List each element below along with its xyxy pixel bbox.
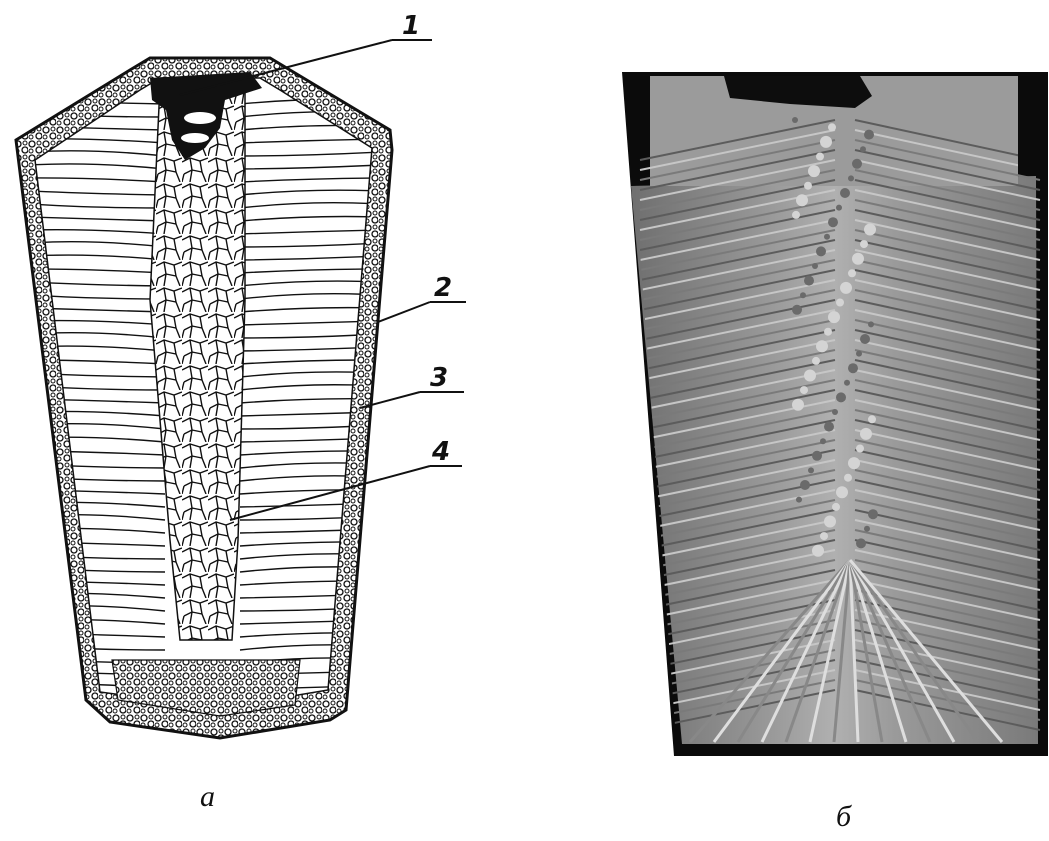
photo-equiaxed-grain (820, 136, 832, 148)
photo-equiaxed-grain (800, 480, 810, 490)
photo-equiaxed-grain (864, 526, 870, 532)
photo-equiaxed-grain (820, 438, 826, 444)
label-1: 1 (402, 11, 420, 41)
photo-equiaxed-grain (824, 234, 830, 240)
label-4: 4 (431, 437, 450, 467)
photo-top-right-notch (1018, 76, 1044, 172)
photo-equiaxed-grain (860, 146, 866, 152)
photo-equiaxed-grain (824, 422, 834, 432)
photo-equiaxed-grain (836, 299, 844, 307)
photo-equiaxed-grain (832, 503, 840, 511)
caption-b: б (836, 800, 851, 834)
photo-equiaxed-grain (808, 165, 820, 177)
photo-equiaxed-grain (836, 392, 846, 402)
photo-equiaxed-grain (812, 451, 822, 461)
photo-equiaxed-grain (848, 269, 856, 277)
photo-equiaxed-grain (868, 415, 876, 423)
photo-equiaxed-grain (792, 211, 800, 219)
photo-equiaxed-grain (840, 188, 850, 198)
photo-equiaxed-grain (864, 130, 874, 140)
photo-equiaxed-grain (816, 340, 828, 352)
photo-equiaxed-grain (856, 538, 866, 548)
photo-equiaxed-grain (828, 217, 838, 227)
photo-equiaxed-grain (840, 282, 852, 294)
photo-equiaxed-grain (804, 370, 816, 382)
photo-equiaxed-grain (860, 428, 872, 440)
photo-equiaxed-grain (808, 467, 814, 473)
photo-equiaxed-grain (824, 328, 832, 336)
photo-equiaxed-grain (820, 532, 828, 540)
photo-equiaxed-grain (796, 194, 808, 206)
photo-equiaxed-grain (824, 516, 836, 528)
photo-equiaxed-grain (800, 386, 808, 394)
photo-equiaxed-grain (832, 409, 838, 415)
photo-equiaxed-grain (816, 153, 824, 161)
photo-equiaxed-grain (812, 263, 818, 269)
photo-equiaxed-grain (828, 311, 840, 323)
ingot-macro-photo (622, 72, 1048, 756)
photo-equiaxed-grain (856, 445, 864, 453)
photo-equiaxed-grain (852, 159, 862, 169)
photo-equiaxed-grain (812, 545, 824, 557)
photo-equiaxed-grain (792, 399, 804, 411)
photo-equiaxed-grain (812, 357, 820, 365)
photo-equiaxed-grain (816, 246, 826, 256)
photo-equiaxed-grain (804, 276, 814, 286)
photo-equiaxed-grain (856, 351, 862, 357)
photo-equiaxed-grain (844, 474, 852, 482)
label-3: 3 (430, 363, 448, 393)
photo-equiaxed-grain (860, 334, 870, 344)
photo-equiaxed-grain (848, 363, 858, 373)
photo-equiaxed-grain (836, 205, 842, 211)
photo-equiaxed-grain (860, 240, 868, 248)
photo-equiaxed-grain (836, 486, 848, 498)
photo-equiaxed-grain (800, 292, 806, 298)
label-2: 2 (434, 273, 452, 303)
photo-equiaxed-grain (852, 253, 864, 265)
photo-equiaxed-grain (844, 380, 850, 386)
photo-equiaxed-grain (804, 182, 812, 190)
photo-equiaxed-grain (796, 497, 802, 503)
caption-a: а (200, 780, 215, 814)
photo-equiaxed-grain (848, 175, 854, 181)
photo-equiaxed-grain (792, 305, 802, 315)
photo-equiaxed-grain (792, 117, 798, 123)
photo-equiaxed-grain (868, 321, 874, 327)
photo-equiaxed-grain (828, 123, 836, 131)
photo-equiaxed-grain (868, 509, 878, 519)
ingot-schematic: 1 2 3 4 (16, 11, 466, 738)
photo-equiaxed-grain (864, 224, 876, 236)
photo-equiaxed-grain (848, 457, 860, 469)
